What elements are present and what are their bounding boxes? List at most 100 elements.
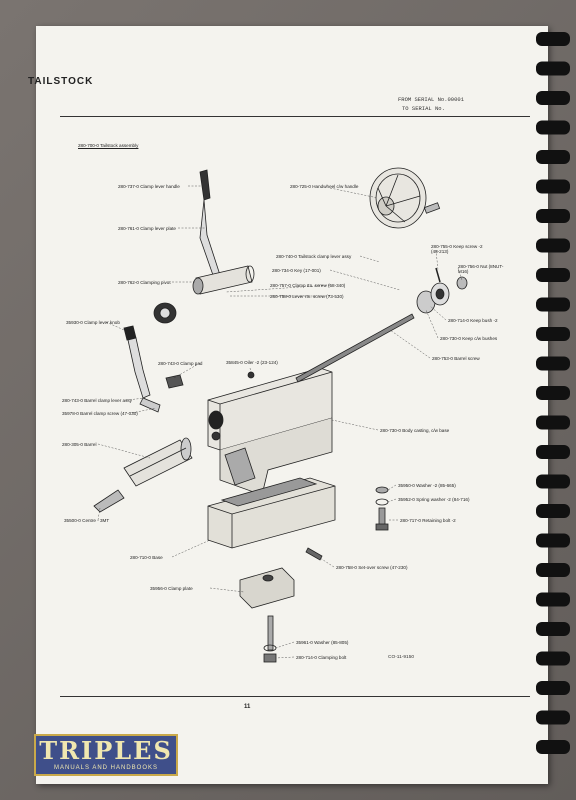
part-label: 280-717-0 Retaining bolt -2	[400, 518, 456, 523]
leader-line	[387, 484, 397, 491]
leader-line	[319, 557, 335, 568]
set-over-screw-drawing	[305, 547, 323, 561]
part-label: 280-730-0 Keep c/w bushes	[440, 336, 498, 341]
keep-drawing	[416, 267, 468, 314]
serial-to: TO SERIAL No.	[402, 105, 445, 112]
leader-line	[97, 443, 151, 459]
clamp-lever-drawing	[192, 169, 255, 295]
leader-line	[249, 367, 252, 373]
part-label: 280-743-0 Barrel clamp lever assy	[62, 398, 132, 403]
document-code: CO-11-9150	[388, 655, 415, 660]
logo-sub-text: MANUALS AND HANDBOOKS	[53, 765, 159, 771]
binding-ring	[536, 91, 570, 105]
barrel-screw-drawing	[295, 313, 415, 383]
part-label: 35500-0 Centre - 3MT	[64, 518, 110, 523]
binding-ring	[536, 120, 570, 135]
part-label: 280-756-0 Nut (8NUT-M16)	[458, 264, 504, 274]
binding-ring	[536, 179, 570, 194]
part-label: 280-753-0 Barrel screw	[432, 356, 480, 361]
clamp-plate-drawing	[239, 567, 295, 609]
serial-from: FROM SERIAL No.00001	[398, 96, 465, 103]
leader-line	[275, 656, 295, 659]
binding-ring	[536, 710, 570, 725]
binding-ring	[536, 327, 570, 341]
oiler-drawing	[247, 371, 255, 379]
leader-line	[331, 419, 379, 431]
clamp-pad-drawing	[165, 374, 184, 389]
centre-drawing	[93, 489, 125, 513]
binding-ring	[536, 209, 570, 223]
part-label: 280-758-0 Set-over screw (47-230)	[336, 565, 408, 570]
part-label: 280-714-0 Clamping bolt	[296, 655, 347, 660]
leader-line	[429, 305, 447, 321]
handwheel-drawing	[369, 167, 441, 229]
part-label: 35845-0 Oiler -2 (23-124)	[226, 360, 278, 365]
binding-ring	[536, 533, 570, 548]
leader-line	[131, 407, 157, 414]
part-label: 280-305-0 Barrel	[62, 442, 97, 447]
base-drawing	[207, 477, 336, 549]
binding-ring	[536, 32, 570, 46]
binding-ring	[536, 681, 570, 695]
clamping-pivot-drawing	[153, 302, 177, 324]
clamping-bolt-drawing	[263, 615, 277, 663]
binding-ring	[536, 297, 570, 312]
leader-line	[457, 267, 463, 281]
part-label: 35956-0 Clamp plate	[150, 586, 193, 591]
part-label: 280-743-0 Clamp pad	[158, 361, 203, 366]
leader-line	[359, 255, 381, 263]
triples-logo: TRIPLES MANUALS AND HANDBOOKS	[34, 734, 178, 776]
leader-line	[329, 269, 401, 291]
header-rule	[60, 116, 530, 118]
binding-ring	[536, 740, 570, 754]
binding-ring	[536, 622, 570, 636]
part-label: 280-758-0 Lever rtn. screw (73-530)	[270, 294, 344, 299]
part-label: 280-762-0 Clamping pivot	[118, 280, 171, 285]
leader-line	[275, 641, 295, 649]
part-label: 35952-0 Spring washer -2 (84-716)	[398, 497, 470, 502]
part-label: 280-755-0 Keep screw -2 (48-213)	[431, 244, 483, 254]
part-label: 280-730-0 Body casting, c/w base	[380, 428, 450, 433]
part-label: 280-725-0 Handwheel c/w handle	[290, 184, 359, 189]
binding-ring	[536, 415, 570, 430]
binding-ring	[536, 268, 570, 282]
leader-line	[173, 362, 201, 379]
part-label: 35978-0 Barrel clamp screw (47-030)	[62, 411, 138, 416]
leader-line	[329, 187, 379, 199]
leader-line	[389, 329, 431, 359]
part-label: 280-761-0 Clamp lever plate	[118, 226, 176, 231]
binding-ring	[536, 61, 570, 76]
binding-ring	[536, 651, 570, 666]
leader-line	[387, 498, 397, 503]
part-label: 280-710-0 Base	[130, 555, 163, 560]
assembly-title: 280-700-0 Tailstock assembly	[78, 143, 139, 148]
part-label: 35930-0 Clamp lever knob	[66, 320, 120, 325]
leader-line	[425, 309, 439, 339]
part-label: 280-757-0 Clamp rtn. screw (58-340)	[270, 283, 346, 288]
binding-ring	[536, 504, 570, 518]
part-label: 280-734-0 Key (17-001)	[272, 268, 321, 273]
binding-ring	[536, 474, 570, 489]
page-number: 11	[244, 704, 251, 710]
part-label: 280-740-0 Tailstock clamp lever assy	[276, 254, 352, 259]
logo-main-text: TRIPLES	[39, 736, 173, 765]
binding-ring	[536, 238, 570, 253]
leader-line	[209, 587, 245, 593]
footer-rule	[60, 696, 530, 697]
binding-ring	[536, 386, 570, 400]
part-label: 35961-0 Washer (85-805)	[296, 640, 349, 645]
retaining-bolt-drawing	[375, 486, 389, 531]
barrel-clamp-lever-drawing	[123, 325, 161, 413]
page-title: TAILSTOCK	[28, 76, 94, 87]
binding-ring	[536, 592, 570, 607]
binding-ring	[536, 563, 570, 577]
binding-ring	[536, 150, 570, 164]
part-label: 280-714-0 Keep bush -2	[448, 318, 498, 323]
binding-ring	[536, 356, 570, 371]
spiral-binding	[536, 32, 570, 754]
part-label: 35950-0 Washer -2 (85-665)	[398, 483, 456, 488]
leader-line	[171, 539, 211, 558]
barrel-drawing	[123, 437, 193, 487]
